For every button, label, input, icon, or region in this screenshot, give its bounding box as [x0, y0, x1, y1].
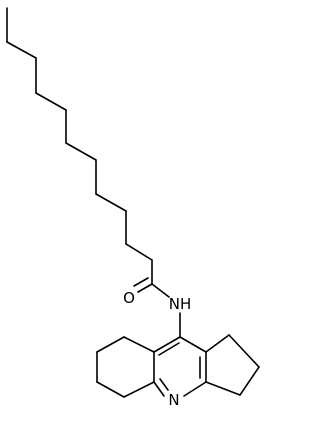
cyclohexane-bond — [123, 336, 155, 353]
amide-nitrogen-label: NH — [169, 295, 192, 313]
aromatic-bond — [179, 336, 207, 353]
alkyl-chain-bond — [35, 92, 67, 111]
alkyl-chain-bond — [6, 41, 37, 59]
aromatic-bond — [153, 336, 181, 353]
aromatic-double-bond — [158, 342, 180, 356]
carbonyl-bond — [133, 277, 149, 287]
aromatic-bond — [153, 381, 165, 397]
cyclohexane-bond — [96, 336, 125, 353]
structure-diagram: O NH N — [6, 7, 260, 409]
cyclopentane-bond — [239, 366, 260, 396]
alkyl-chain-bond — [65, 142, 97, 161]
amide-bond — [151, 283, 170, 298]
cyclopentane-bond — [228, 334, 260, 368]
cyclohexane-bond — [96, 381, 125, 398]
alkyl-chain-bond — [95, 193, 127, 212]
aromatic-double-bond — [159, 378, 169, 391]
oxygen-atom-label: O — [123, 289, 135, 307]
molecule-drawing: O NH N — [6, 7, 260, 409]
cyclopentane-bond — [205, 381, 241, 396]
alkyl-chain-bond — [125, 243, 153, 261]
bond-lines — [6, 7, 260, 398]
aromatic-bond — [183, 381, 207, 397]
ring-nitrogen-label: N — [168, 391, 179, 409]
cyclohexane-bond — [123, 381, 155, 398]
carbonyl-bond — [137, 283, 153, 293]
cyclopentane-bond — [205, 334, 230, 353]
